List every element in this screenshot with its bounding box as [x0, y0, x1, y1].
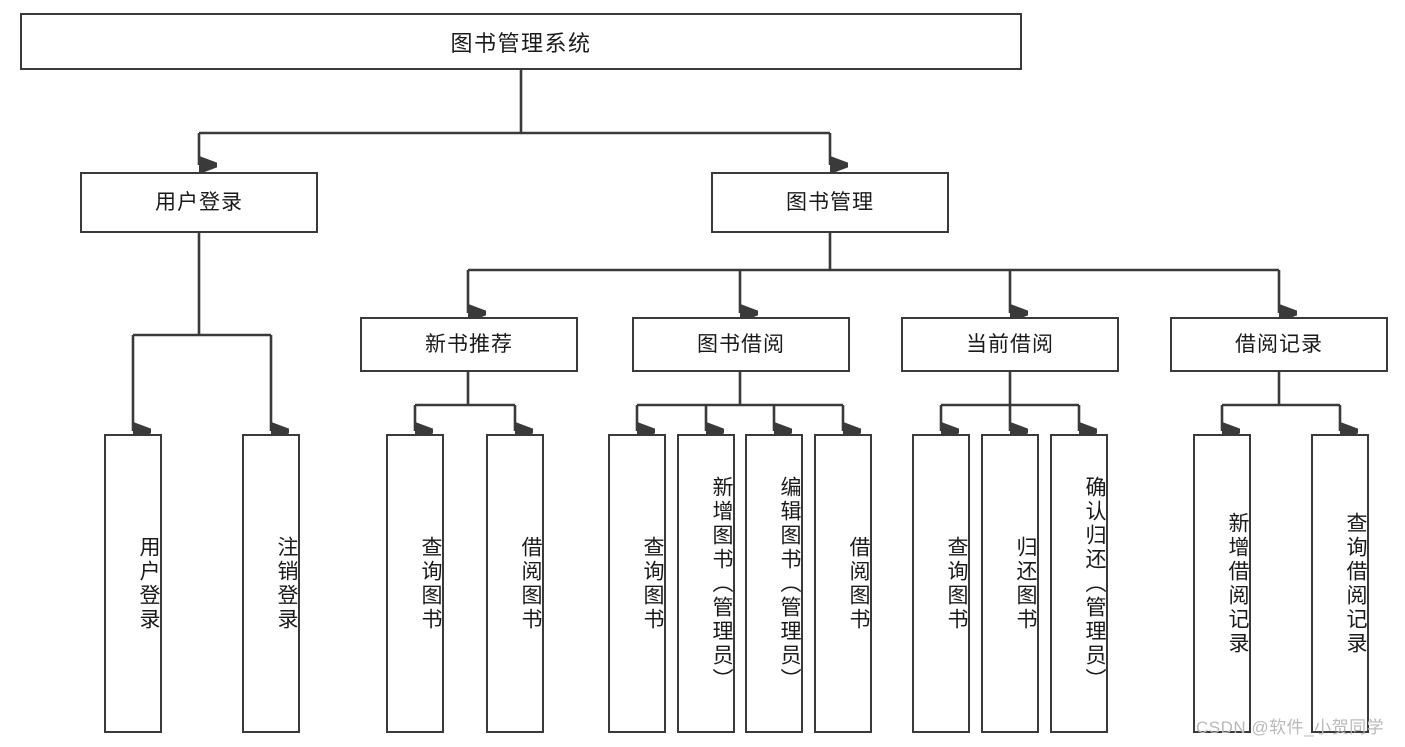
- node-query-book-1-label: 查询图书: [419, 535, 442, 632]
- node-query-book-1[interactable]: 查询图书: [386, 434, 444, 733]
- node-root-label: 图书管理系统: [450, 30, 592, 56]
- node-query-book-2-label: 查询图书: [641, 535, 664, 632]
- node-return-book[interactable]: 归还图书: [981, 434, 1039, 733]
- node-borrow-book-1[interactable]: 借阅图书: [486, 434, 544, 733]
- node-add-borrow-record-label: 新增借阅记录: [1226, 511, 1249, 656]
- node-query-borrow-record-label: 查询借阅记录: [1344, 511, 1367, 656]
- node-edit-book-label: 编辑图书（管理员）: [778, 475, 801, 692]
- node-confirm-return-label: 确认归还（管理员）: [1083, 475, 1106, 692]
- node-user-login-do[interactable]: 用户登录: [104, 434, 162, 733]
- node-return-book-label: 归还图书: [1014, 535, 1037, 632]
- node-borrow-book-2[interactable]: 借阅图书: [814, 434, 872, 733]
- node-edit-book[interactable]: 编辑图书（管理员）: [745, 434, 803, 733]
- node-borrow-book-1-label: 借阅图书: [519, 535, 542, 632]
- node-book-borrow[interactable]: 图书借阅: [632, 317, 850, 372]
- node-confirm-return[interactable]: 确认归还（管理员）: [1050, 434, 1108, 733]
- node-query-book-3-label: 查询图书: [945, 535, 968, 632]
- node-book-management-label: 图书管理: [786, 190, 874, 214]
- node-root[interactable]: 图书管理系统: [20, 13, 1022, 70]
- node-user-login-label: 用户登录: [155, 190, 243, 214]
- node-add-book-label: 新增图书（管理员）: [710, 475, 733, 692]
- node-user-logout[interactable]: 注销登录: [242, 434, 300, 733]
- node-query-book-3[interactable]: 查询图书: [912, 434, 970, 733]
- node-book-management[interactable]: 图书管理: [711, 172, 949, 233]
- node-new-book-recommend-label: 新书推荐: [425, 332, 513, 356]
- node-borrow-record[interactable]: 借阅记录: [1170, 317, 1388, 372]
- node-borrow-record-label: 借阅记录: [1235, 332, 1323, 356]
- node-user-login[interactable]: 用户登录: [80, 172, 318, 233]
- node-book-borrow-label: 图书借阅: [697, 332, 785, 356]
- node-add-book[interactable]: 新增图书（管理员）: [677, 434, 735, 733]
- node-query-book-2[interactable]: 查询图书: [608, 434, 666, 733]
- node-user-logout-label: 注销登录: [275, 535, 298, 632]
- node-borrow-book-2-label: 借阅图书: [847, 535, 870, 632]
- csdn-watermark: CSDN @软件_小贺同学: [1196, 718, 1385, 737]
- node-current-borrow[interactable]: 当前借阅: [901, 317, 1119, 372]
- node-user-login-do-label: 用户登录: [137, 535, 160, 632]
- node-query-borrow-record[interactable]: 查询借阅记录: [1311, 434, 1369, 733]
- node-current-borrow-label: 当前借阅: [966, 332, 1054, 356]
- node-new-book-recommend[interactable]: 新书推荐: [360, 317, 578, 372]
- node-add-borrow-record[interactable]: 新增借阅记录: [1193, 434, 1251, 733]
